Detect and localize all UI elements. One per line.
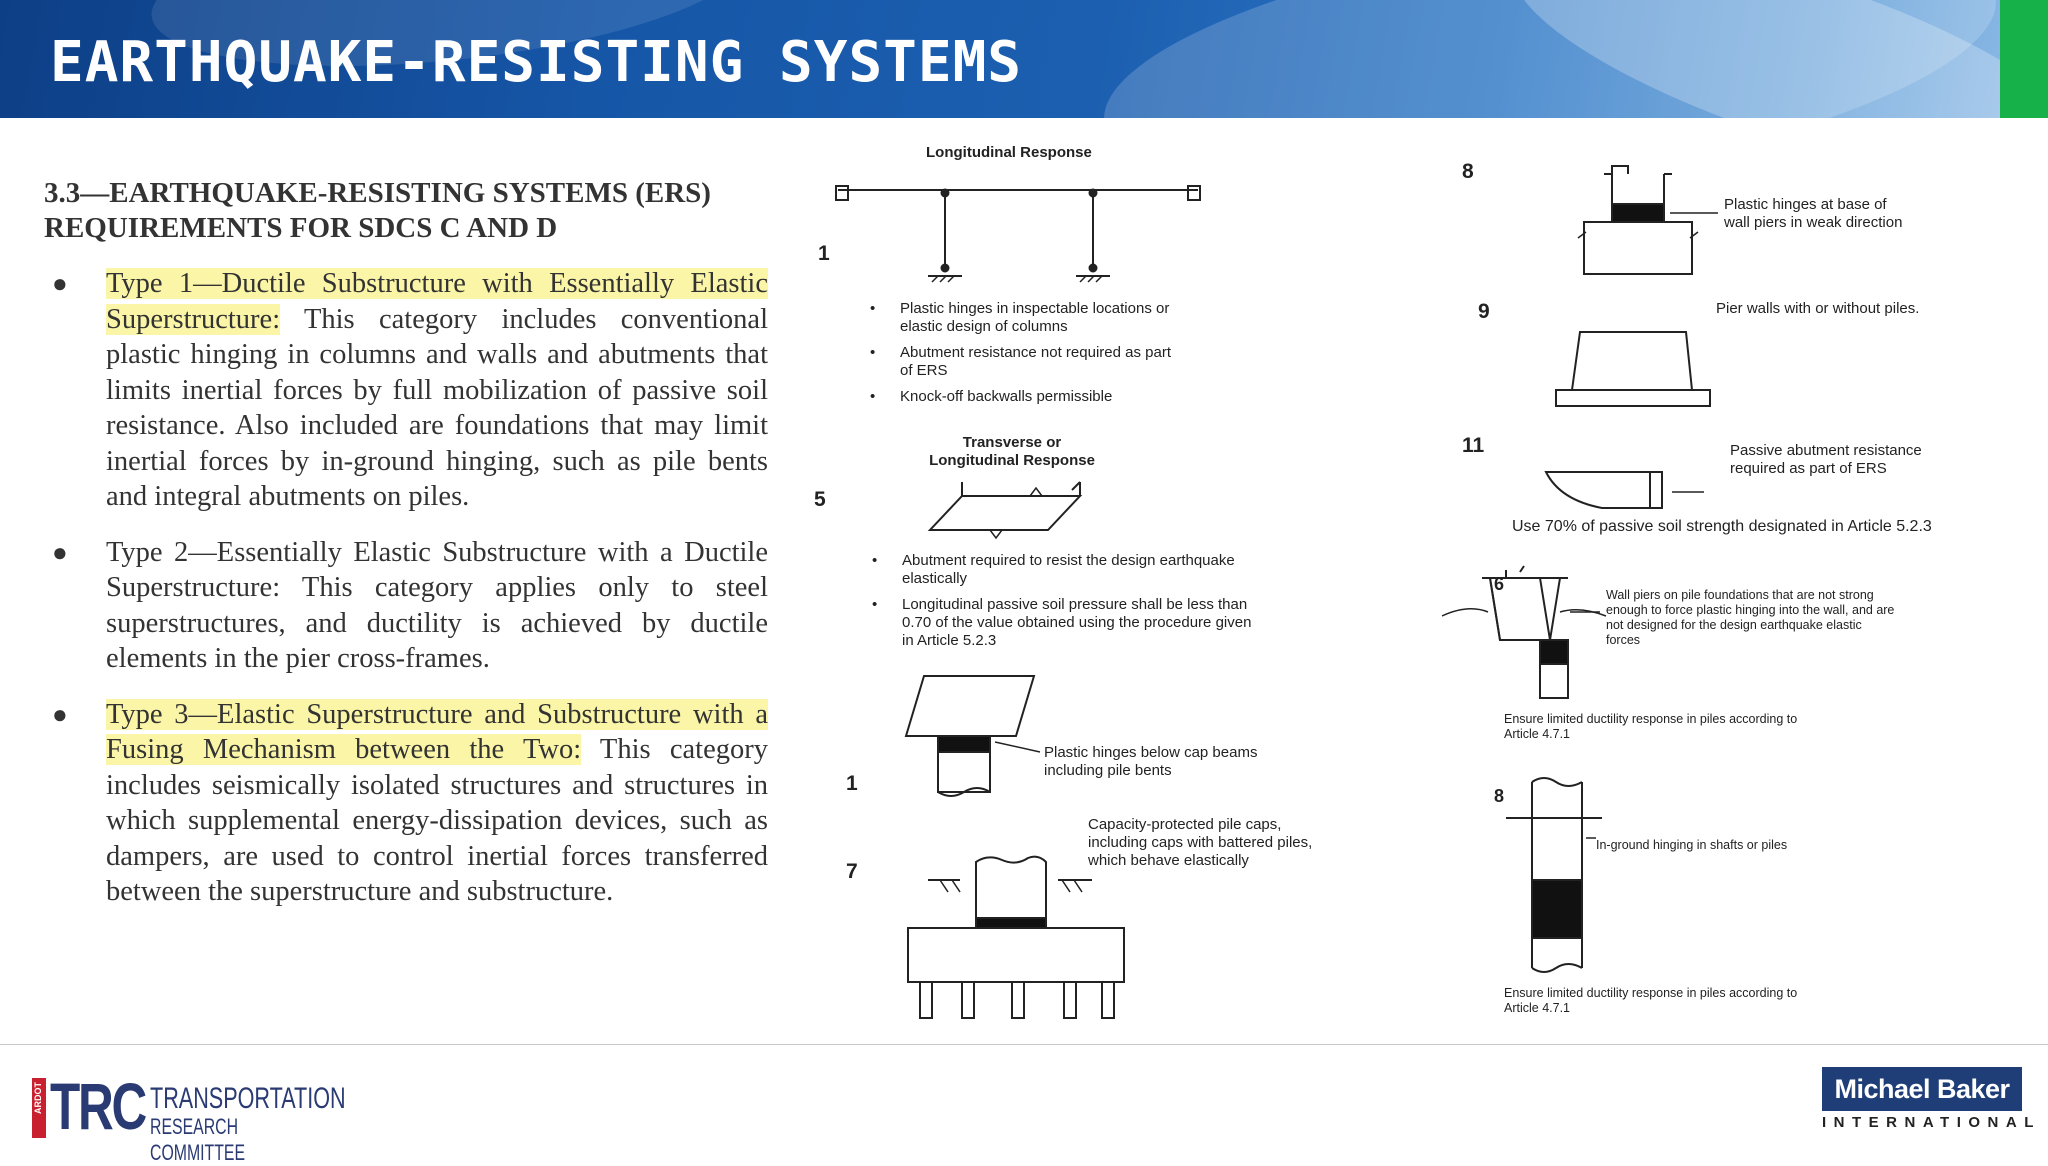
fig-number: 1 [818,242,830,265]
fig-note: Plastic hinges below cap beams including… [1044,744,1258,779]
fig-number: 1 [846,772,858,795]
fig-note: Passive abutment resistance required as … [1730,442,1922,477]
fig1-notes: Plastic hinges in inspectable locations … [866,300,1186,414]
abutment-diagram [1544,471,1704,509]
wall-pier-diagram [1577,165,1718,275]
ers-type-body: This category includes conventional plas… [106,303,768,513]
ers-type-item: ● Type 1—Ductile Substructure with Essen… [44,266,768,515]
fig-number: 9 [1478,300,1490,323]
fig-note: Abutment resistance not required as part… [866,344,1186,380]
trc-logo: ARDOT TRC TRANSPORTATION RESEARCH COMMIT… [32,1069,346,1165]
ers-type-body: This category applies only to steel supe… [106,572,768,674]
fig-note: Knock-off backwalls permissible [866,388,1186,406]
fig-number: 6 [1494,574,1505,594]
ers-type-body: This category includes seismically isola… [106,734,768,907]
bullet-dot: ● [52,269,68,298]
accent-bar [2000,0,2048,118]
pile-hinge-diagram [1506,777,1602,973]
fig-number: 8 [1462,160,1474,183]
section-heading-line1: 3.3—EARTHQUAKE-RESISTING SYSTEMS (ERS) [44,177,711,209]
fig-longitudinal-caption: Longitudinal Response [926,144,1092,161]
fig-number: 8 [1494,786,1505,806]
trc-logo-side-text: ARDOT [33,1082,43,1114]
trc-logo-line2: RESEARCH COMMITTEE [150,1114,246,1165]
fig-note: Use 70% of passive soil strength designa… [1512,518,1932,535]
ers-type-title: Type 2—Essentially Elastic Substructure … [106,536,768,604]
bullet-dot: ● [52,537,68,567]
slide-title: EARTHQUAKE-RESISTING SYSTEMS [50,30,1023,95]
ers-type-list: ● Type 1—Ductile Substructure with Essen… [44,266,768,930]
caption-line: Transverse or [962,434,1062,451]
fig-note: Ensure limited ductility response in pil… [1504,986,1798,1015]
michael-baker-logo: Michael Baker [1822,1067,2022,1111]
pile-cap-diagram [907,855,1125,1019]
trc-logo-sidebar [32,1078,46,1138]
ers-type-item: ● Type 2—Essentially Elastic Substructur… [44,535,768,677]
trc-logo-letters: TRC [50,1069,147,1143]
footer-divider [0,1044,2048,1045]
fig-note: Capacity-protected pile caps, including … [1088,816,1313,869]
pier-wall-diagram [1555,331,1711,407]
title-banner: EARTHQUAKE-RESISTING SYSTEMS [0,0,2000,118]
fig-note: Longitudinal passive soil pressure shall… [868,596,1258,650]
section-heading-line2: REQUIREMENTS FOR SDCS C AND D [44,212,558,244]
fig-note: In-ground hinging in shafts or piles [1596,838,1788,852]
bridge-longitudinal-diagram [835,185,1201,283]
ers-type-item: ● Type 3—Elastic Superstructure and Subs… [44,697,768,910]
fig-note: Plastic hinges at base of wall piers in … [1724,196,1903,231]
deck-transverse-diagram [927,481,1083,540]
wall-pier-pile-diagram [1441,565,1607,699]
fig-note: Wall piers on pile foundations that are … [1606,588,1895,647]
fig-note: Pier walls with or without piles. [1716,300,1920,317]
fig-transverse-caption: Transverse or Longitudinal Response [922,434,1102,470]
michael-baker-international: INTERNATIONAL [1822,1114,2041,1131]
pile-bent-diagram [904,675,1041,797]
trc-logo-line1: TRANSPORTATION [150,1082,346,1115]
bullet-dot: ● [52,699,68,729]
fig5-notes: Abutment required to resist the design e… [868,552,1258,658]
fig-number: 11 [1462,434,1485,457]
fig-number: 5 [814,488,826,511]
section-heading: 3.3—EARTHQUAKE-RESISTING SYSTEMS (ERS) R… [44,176,784,246]
fig-note: Ensure limited ductility response in pil… [1504,712,1798,741]
caption-line: Longitudinal Response [929,452,1095,469]
fig-note: Abutment required to resist the design e… [868,552,1258,588]
fig-number: 7 [846,860,858,883]
fig-note: Plastic hinges in inspectable locations … [866,300,1186,336]
